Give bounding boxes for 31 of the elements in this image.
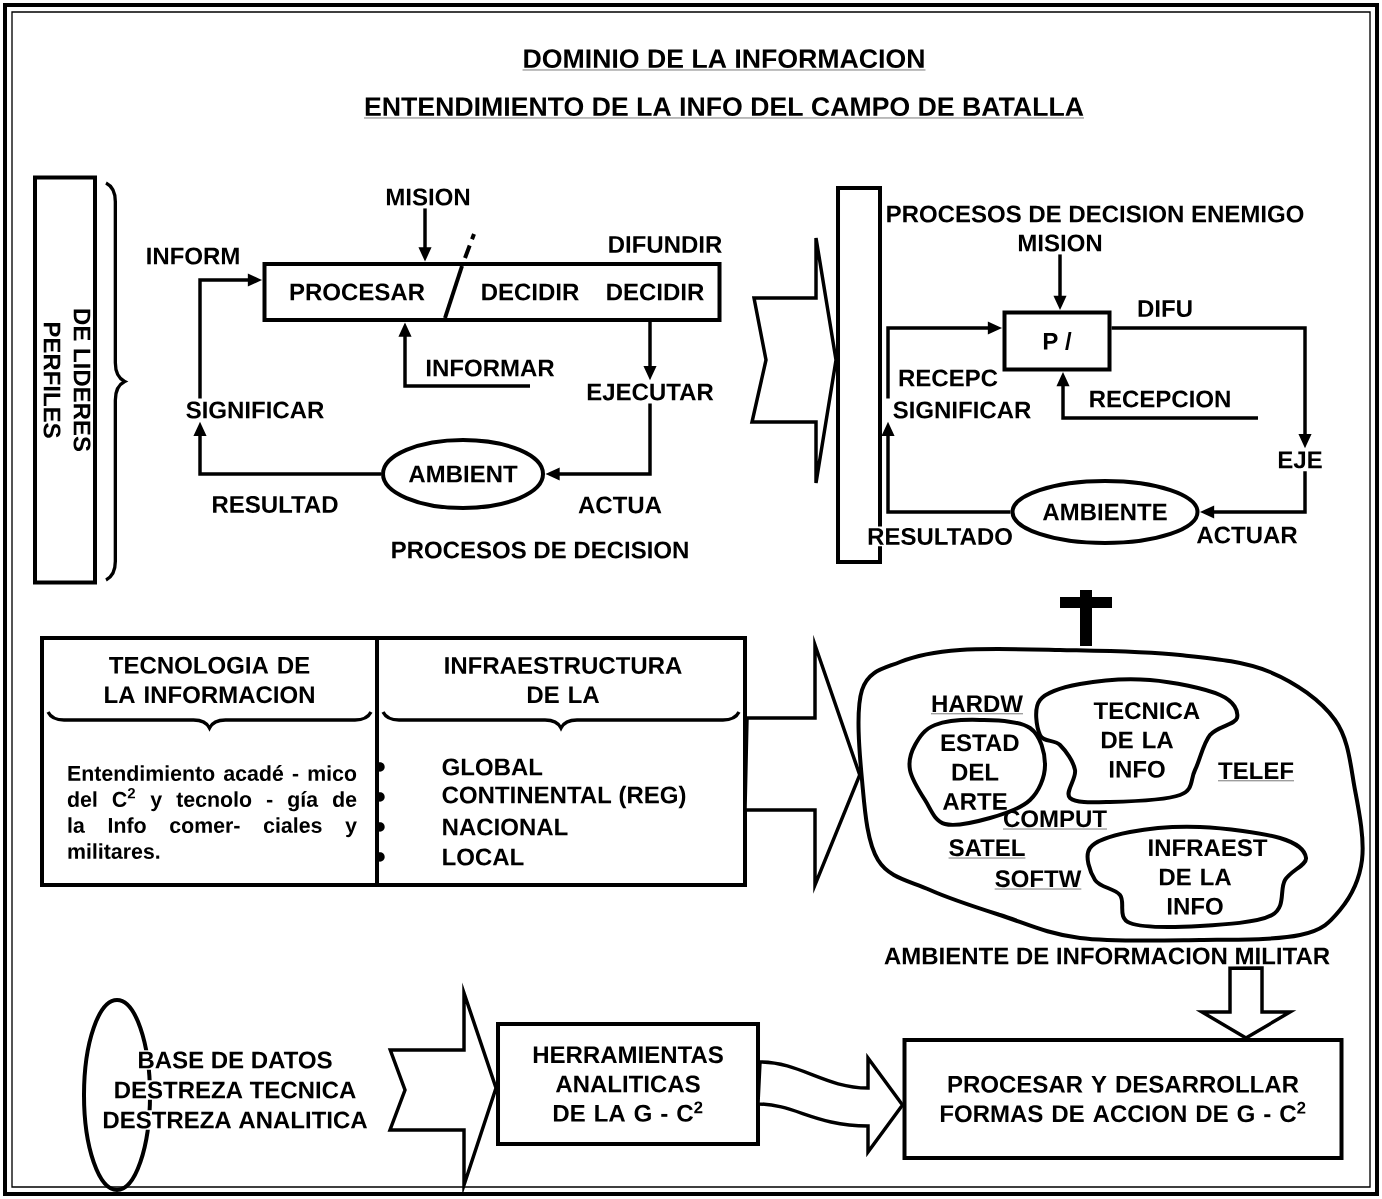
node-label: AMBIENTE DE INFORMACION MILITAR xyxy=(884,947,1330,965)
caption: PROCESOS DE DECISION ENEMIGO xyxy=(884,204,1306,224)
flow-label: SIGNIFICAR xyxy=(183,398,327,422)
block-arrow xyxy=(1195,966,1297,1040)
flow-label: EJE xyxy=(1274,448,1326,472)
flow-label: MISION xyxy=(382,185,474,209)
table-cell: INFRAESTRUCTURA DE LA GLOBAL CONTINENTAL (REG) NACIONAL LOCAL xyxy=(375,636,747,887)
edge-label: ACTUA xyxy=(576,495,664,515)
table-cell: TECNOLOGIA DE LA INFORMACION Entendimiento acadé - mico del C$^{2}$ y tecnolo - gía de la Info comer- ciales y militares. xyxy=(40,636,379,887)
edge-label: INFORM xyxy=(144,246,242,266)
block-arrow xyxy=(749,236,838,485)
process-box: PROCESAR DECIDIR DECIDIR xyxy=(262,262,722,322)
flow-label: SIGNIFICAR xyxy=(890,398,1034,422)
ellipse-node: AMBIENT xyxy=(381,438,545,510)
edge-label: RECEPCION xyxy=(1087,389,1233,409)
block-arrow xyxy=(743,634,862,894)
edge-label: DIFUNDIR xyxy=(606,234,724,255)
title: DOMINIO DE LA INFORMACION xyxy=(522,49,926,71)
edge-label: RESULTAD xyxy=(210,494,340,515)
subtitle: ENTENDIMIENTO DE LA INFO DEL CAMPO DE BATALLA xyxy=(362,95,1086,121)
flow-label: MISION xyxy=(1014,231,1106,255)
process-box: PROCESAR Y DESARROLLAR FORMAS DE ACCION DE G - C$^{2}$ xyxy=(902,1038,1344,1160)
caption: PROCESOS DE DECISION xyxy=(389,540,691,560)
process-box: HERRAMIENTAS ANALITICAS DE LA G - C$^{2}$ xyxy=(496,1022,760,1146)
edge-label: RECEPC xyxy=(896,368,1000,388)
edge-label: DIFU xyxy=(1135,299,1195,319)
edge-label: RESULTADO xyxy=(865,526,1015,547)
process-box: P / xyxy=(1002,310,1112,372)
flow-label: EJECUTAR xyxy=(583,380,717,404)
tall-box: PERFILES DE LIDERES xyxy=(33,175,97,585)
edge-label: INFORMAR xyxy=(424,358,556,378)
